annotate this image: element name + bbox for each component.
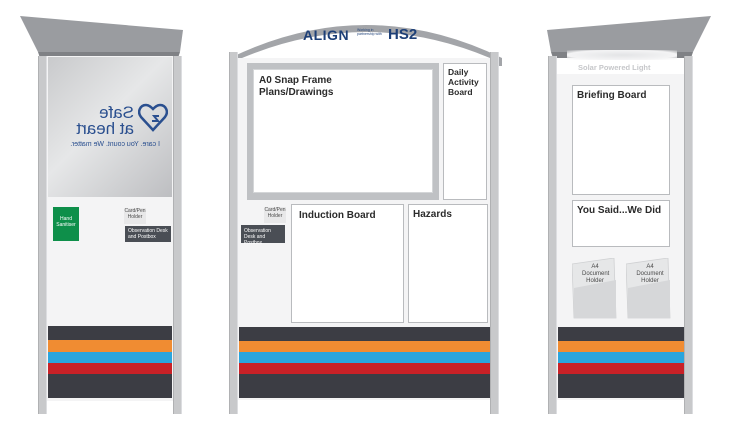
induction-board bbox=[291, 204, 404, 323]
induction-label: Induction Board bbox=[299, 210, 376, 221]
left-post-right bbox=[173, 56, 182, 414]
left-observation-desk: Observation Desk and Postbox bbox=[125, 226, 171, 242]
briefing-board bbox=[572, 85, 670, 195]
center-post-left bbox=[229, 52, 238, 414]
hand-sanitiser-label: Hand Sanitiser bbox=[56, 216, 76, 228]
left-stripe-dark-bottom bbox=[48, 374, 172, 398]
left-stripe-blue bbox=[48, 352, 172, 363]
center-header-sign: ALIGN Working in partnership with HS2 bbox=[297, 24, 437, 46]
right-post-left bbox=[548, 56, 557, 414]
left-card-pen-holder: Card/Pen Holder bbox=[124, 208, 146, 224]
center-stripe-red bbox=[239, 363, 490, 374]
hazards-board bbox=[408, 204, 488, 323]
a0-snap-frame-board bbox=[253, 69, 433, 193]
document-holder-2 bbox=[626, 258, 671, 319]
heart-logo-icon bbox=[138, 103, 168, 132]
right-stripe-blue bbox=[558, 352, 684, 363]
you-said-we-did-label: You Said...We Did bbox=[577, 205, 662, 216]
safe-at-heart-banner: Safe at heart I care. You count. We matt… bbox=[48, 57, 172, 197]
center-stripe-orange bbox=[239, 341, 490, 352]
left-stripe-dark-top bbox=[48, 326, 172, 340]
briefing-label: Briefing Board bbox=[577, 90, 647, 101]
center-stripe-dark-top bbox=[239, 327, 490, 341]
solar-light bbox=[567, 50, 677, 60]
center-stripe-blue bbox=[239, 352, 490, 363]
banner-tagline: I care. You count. We matter. bbox=[70, 141, 160, 148]
daily-activity-label: Daily Activity Board bbox=[448, 67, 479, 97]
right-post-right bbox=[684, 56, 693, 414]
left-post-left bbox=[38, 56, 47, 414]
align-logo: ALIGN bbox=[303, 27, 350, 43]
right-stripe-orange bbox=[558, 341, 684, 352]
a0-snap-frame-label: A0 Snap Frame Plans/Drawings bbox=[259, 75, 334, 98]
center-post-right bbox=[490, 52, 499, 414]
left-stripe-orange bbox=[48, 340, 172, 352]
right-stripe-red bbox=[558, 363, 684, 374]
hand-sanitiser bbox=[53, 207, 79, 241]
left-roof bbox=[20, 16, 183, 58]
document-holder-2-label: A4 Document Holder bbox=[636, 264, 664, 285]
banner-title-line2: at heart bbox=[76, 119, 134, 138]
align-subtitle: Working in partnership with bbox=[357, 28, 382, 37]
center-roof bbox=[230, 25, 502, 66]
document-holder-1 bbox=[572, 258, 617, 319]
you-said-we-did-board bbox=[572, 200, 670, 247]
right-stripe-dark-bottom bbox=[558, 374, 684, 398]
hazards-label: Hazards bbox=[413, 209, 452, 220]
left-stripe-red bbox=[48, 363, 172, 374]
center-stripe-dark-bottom bbox=[239, 374, 490, 398]
center-card-pen-holder: Card/Pen Holder bbox=[264, 207, 286, 223]
solar-light-label: Solar Powered Light bbox=[578, 63, 651, 72]
center-observation-desk: Observation Desk and Postbox bbox=[241, 225, 285, 246]
daily-activity-board bbox=[443, 63, 487, 200]
document-holder-1-label: A4 Document Holder bbox=[582, 264, 610, 285]
right-stripe-dark-top bbox=[558, 327, 684, 341]
hs2-logo: HS2 bbox=[388, 26, 418, 43]
